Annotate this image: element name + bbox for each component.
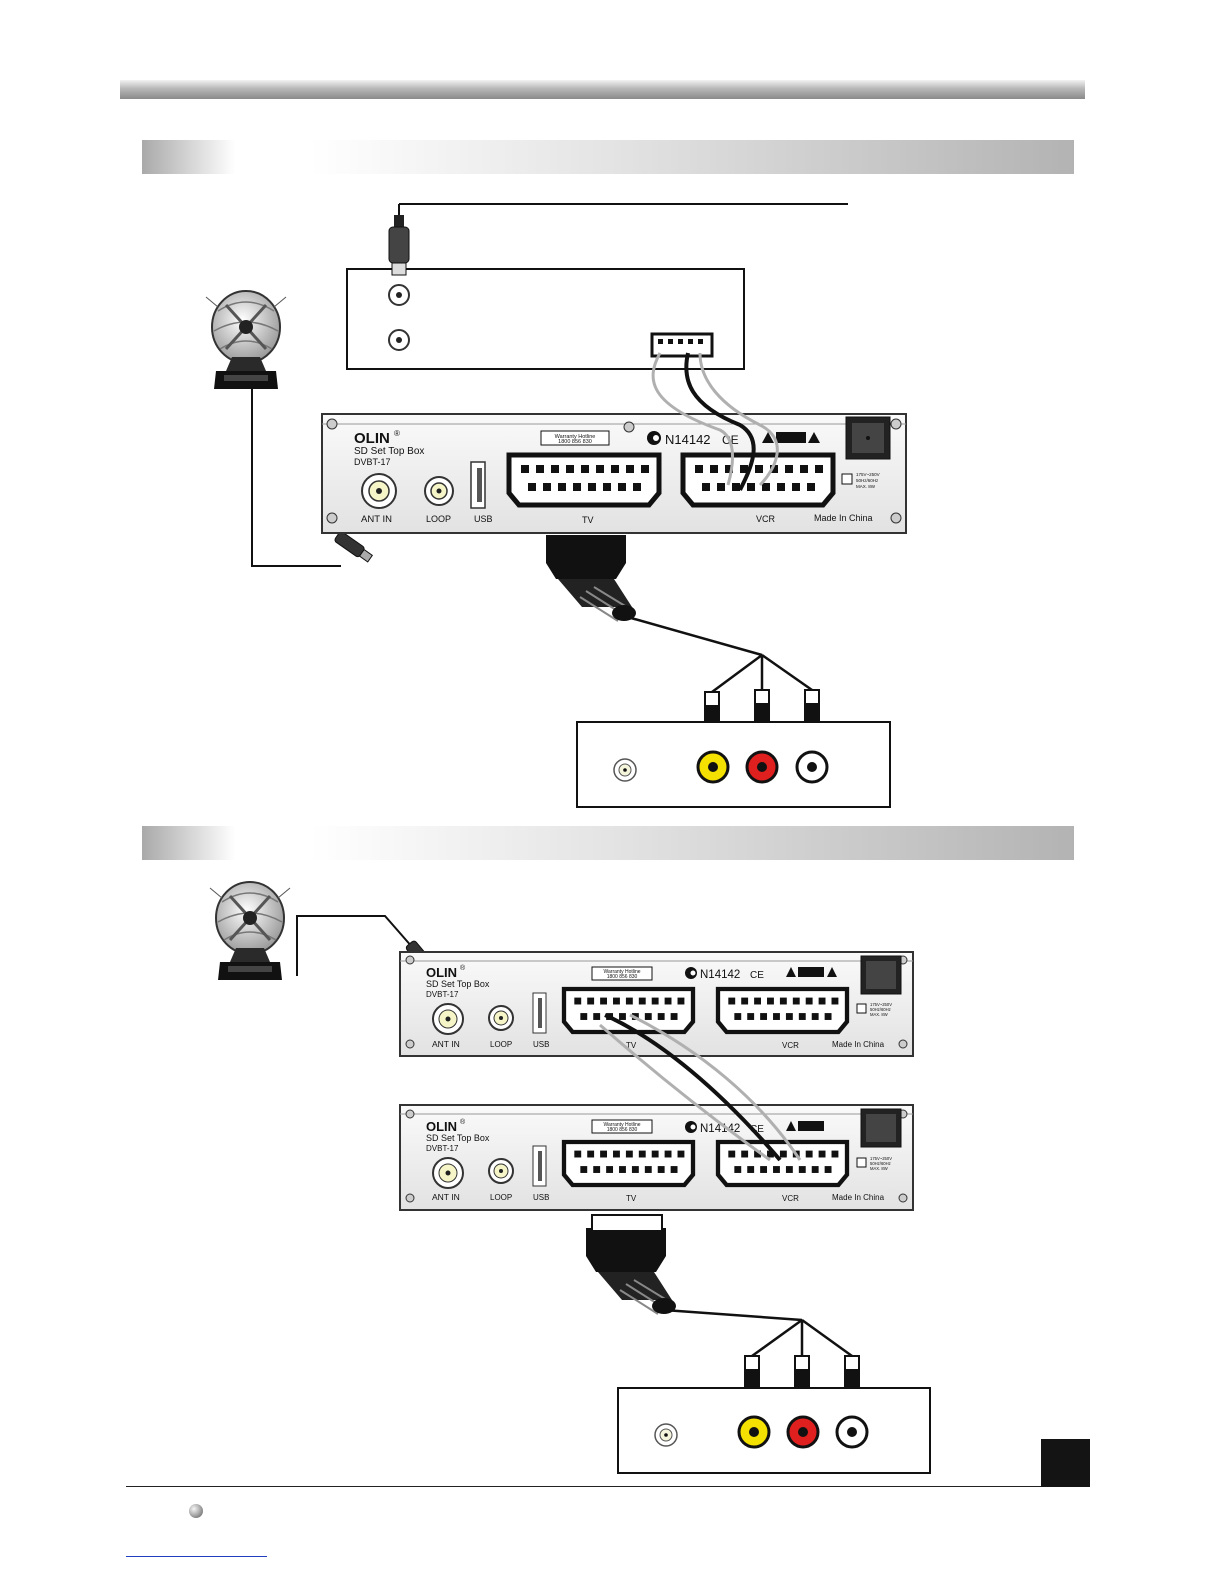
label-stb-power_line3: MAX. 8W [870,1012,888,1017]
set-top-box-1: OLIN ® SD Set Top Box DVBT-17 Warranty H… [321,413,907,534]
label-stb-port_usb: USB [474,514,493,524]
label-stb-port_usb: USB [533,1193,549,1202]
label-stb-port_usb: USB [533,1040,549,1049]
label-stb-ce_mark: CE [750,1124,764,1135]
label-stb-power_line3: MAX. 8W [870,1166,888,1171]
stb-brand-1: OLIN [354,430,390,447]
label-stb-port_loop: LOOP [490,1193,512,1202]
label-stb-model_line1: SD Set Top Box [426,1133,490,1143]
label-stb-power_line2: 50Hz/60Hz [856,478,879,483]
label-stb-made_in: Made In China [832,1193,885,1202]
scart-plug-icon [545,534,637,622]
label-stb-made_in: Made In China [832,1040,885,1049]
label-stb-brand: OLIN [426,965,457,980]
label-stb-brand_mark: ® [394,429,400,438]
label-stb-power_line2: 50Hz/60Hz [870,1161,891,1166]
label-stb-port_vcr: VCR [782,1041,799,1050]
label-stb-model_line2: DVBT-17 [426,990,459,999]
label-stb-port_ant_in: ANT IN [432,1039,460,1049]
set-top-box-3: OLIN ® SD Set Top Box DVBT-17 Warranty H… [399,1104,914,1211]
label-stb-port_vcr: VCR [756,514,776,524]
label-stb-ce_mark: CE [750,970,764,981]
set-top-box-2: OLIN ® SD Set Top Box DVBT-17 Warranty H… [399,951,914,1057]
label-stb-made_in: Made In China [814,513,873,523]
section-band-1 [142,140,1074,174]
label-stb-warranty_line2: 1800 856 830 [607,1127,638,1133]
label-stb-port_tv: TV [626,1041,637,1050]
label-stb-model_line2: DVBT-17 [426,1144,459,1153]
label-stb-port_loop: LOOP [490,1040,512,1049]
label-stb-warranty_line2: 1800 856 830 [607,974,638,980]
label-stb-port_tv: TV [626,1194,637,1203]
label-stb-power_line2: 50Hz/60Hz [870,1007,891,1012]
page-number-block [1041,1439,1090,1487]
label-stb-cert_code: N14142 [665,432,711,447]
label-stb-warranty_line2: 1800 856 830 [558,439,592,445]
label-stb-model_line1: SD Set Top Box [426,979,490,989]
bullet-dot-icon [189,1504,203,1518]
label-stb-port_ant_in: ANT IN [432,1192,460,1202]
label-stb-power_line1: 175V~250V [870,1156,892,1161]
antenna-icon [204,289,288,391]
label-stb-warranty_line1: Warranty Hotline [603,1122,640,1128]
label-stb-cert_code: N14142 [700,969,740,981]
label-stb-warranty_line1: Warranty Hotline [555,434,596,440]
label-stb-brand_mark: ® [460,964,466,972]
section-band-2 [142,826,1074,860]
label-stb-power_line1: 175V~250V [870,1002,892,1007]
label-stb-model_line1: SD Set Top Box [354,446,424,457]
label-stb-power_line3: MAX. 8W [856,484,876,489]
footer-link-underline[interactable] [126,1556,267,1557]
label-stb-warranty_line1: Warranty Hotline [603,969,640,975]
label-stb-port_loop: LOOP [426,514,451,524]
label-stb-port_ant_in: ANT IN [361,514,392,525]
label-stb-model_line2: DVBT-17 [354,457,391,467]
label-stb-power_line1: 175V~250V [856,472,880,477]
header-bar [120,80,1085,99]
label-stb-brand_mark: ® [460,1118,466,1126]
rf-plug-icon [394,215,404,227]
label-stb-port_vcr: VCR [782,1194,799,1203]
footer-rule [126,1486,1090,1487]
label-stb-port_tv: TV [582,515,594,525]
label-stb-brand: OLIN [426,1119,457,1134]
tv-av-panel-2 [617,1387,931,1474]
warning-triangle-icon [762,432,774,443]
